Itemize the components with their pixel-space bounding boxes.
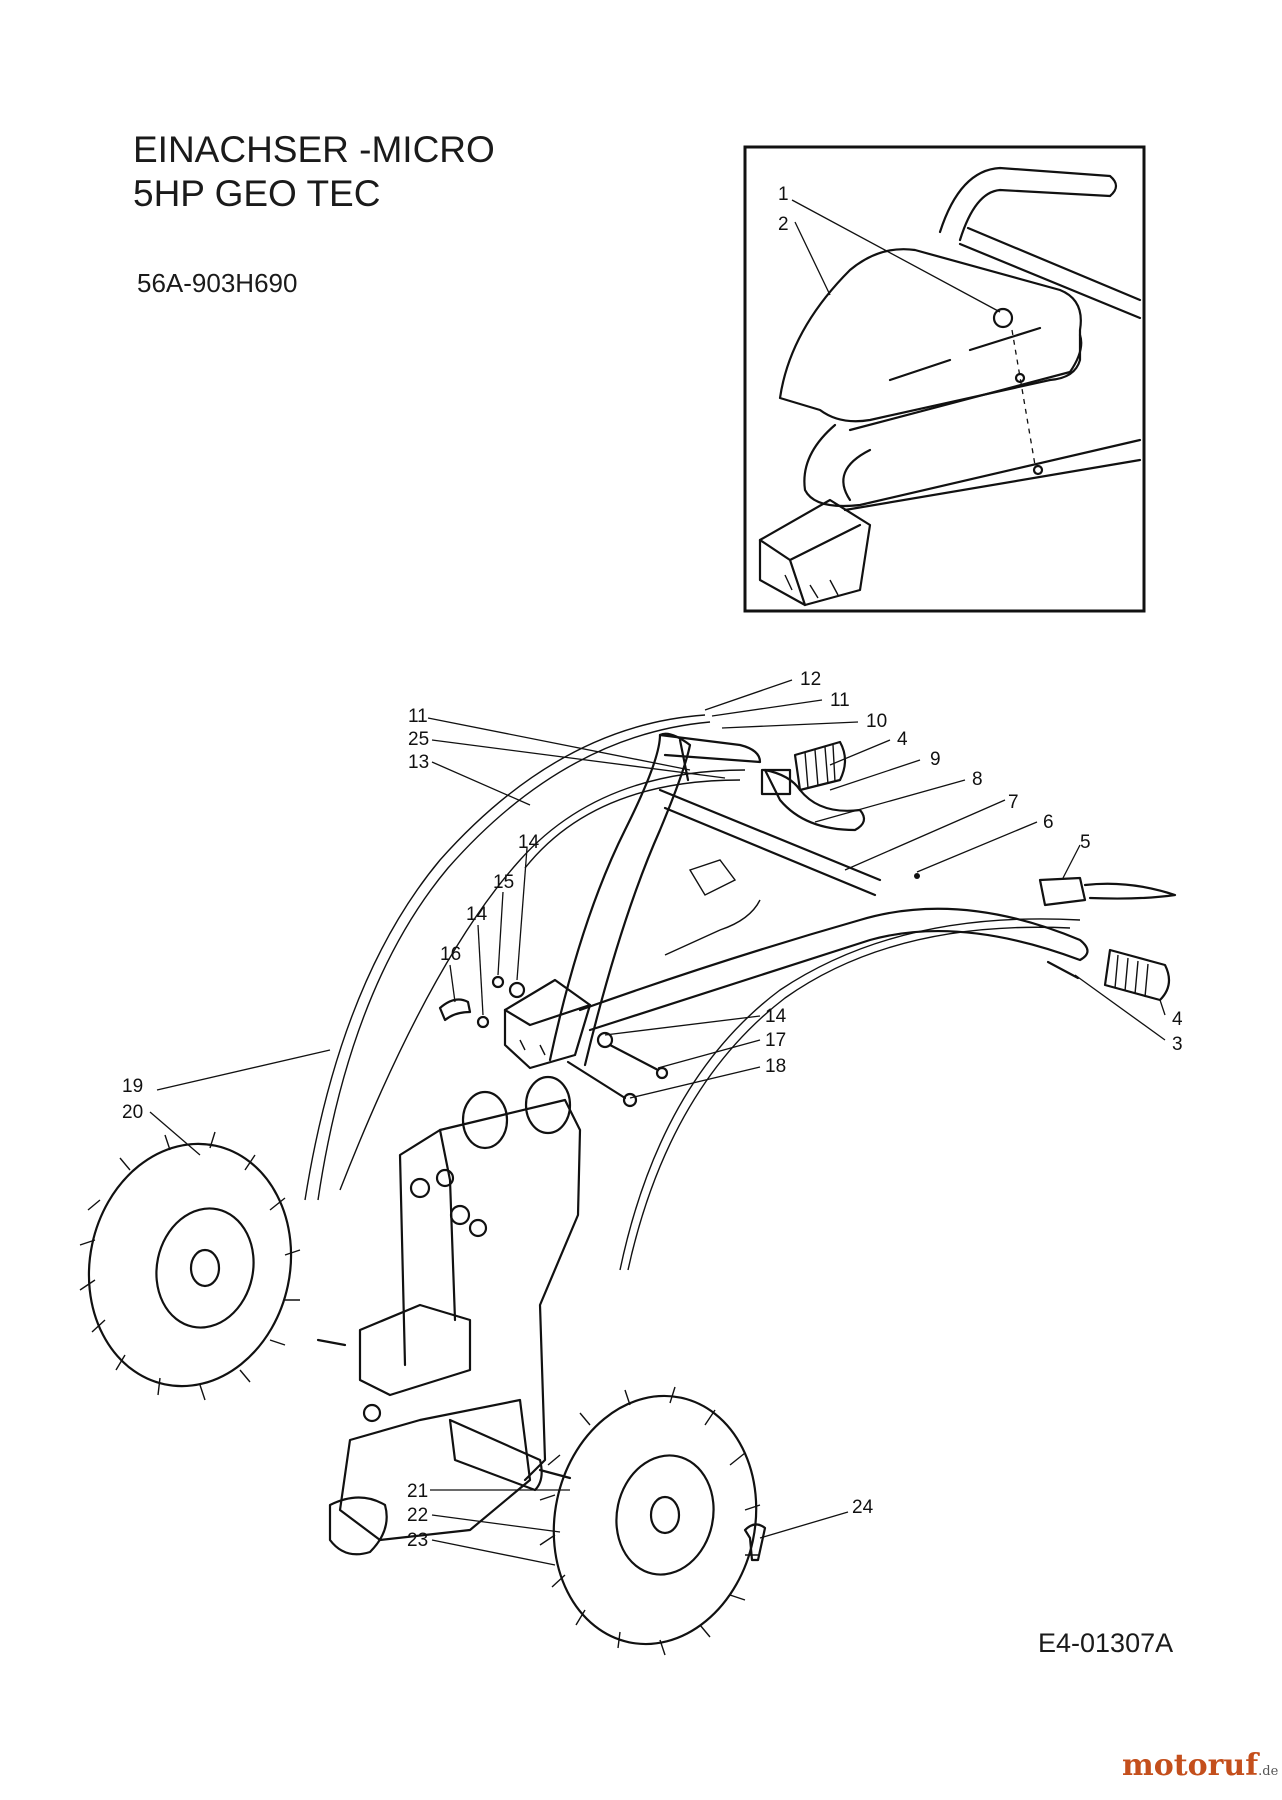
watermark-logo: motoruf.de	[1122, 1748, 1278, 1783]
leader-lines	[149, 679, 1166, 1566]
right-wheel	[539, 1386, 761, 1656]
drawing-code: E4-01307A	[1038, 1628, 1174, 1658]
callout-2: 2	[778, 214, 789, 235]
callout-19: 19	[122, 1076, 143, 1097]
callout-1: 1	[778, 184, 789, 205]
callout-14-top: 14	[518, 832, 540, 853]
callout-5: 5	[1080, 832, 1091, 853]
model-number: 56A-903H690	[137, 268, 298, 298]
callout-11-left: 11	[408, 706, 428, 727]
callout-23: 23	[407, 1530, 428, 1551]
callout-18: 18	[765, 1056, 786, 1077]
diagram-title: EINACHSER -MICRO 5HP GEO TEC	[133, 128, 495, 216]
callout-9: 9	[930, 749, 941, 770]
callout-25: 25	[408, 729, 429, 750]
callout-16: 16	[440, 944, 461, 965]
left-wheel	[79, 1131, 301, 1401]
callout-12: 12	[800, 669, 821, 690]
callout-17: 17	[765, 1030, 786, 1051]
callout-7: 7	[1008, 792, 1019, 813]
callout-14-mid: 14	[466, 904, 488, 925]
callout-11-upper: 11	[830, 690, 850, 711]
callout-4-upper: 4	[897, 729, 908, 750]
callout-10: 10	[866, 711, 887, 732]
callout-20: 20	[122, 1102, 143, 1123]
callout-4-right: 4	[1172, 1009, 1183, 1030]
watermark-suffix: .de	[1258, 1764, 1279, 1779]
wheel-pin-24	[743, 1523, 767, 1562]
callout-21: 21	[407, 1481, 428, 1502]
callout-3: 3	[1172, 1034, 1183, 1055]
hardware-parts	[438, 738, 1080, 1108]
callout-6: 6	[1043, 812, 1054, 833]
title-line-2: 5HP GEO TEC	[133, 173, 381, 214]
title-line-1: EINACHSER -MICRO	[133, 129, 495, 170]
control-cables	[304, 714, 1081, 1271]
callout-labels: 1 2 12 11 10 11 25 13 4 9 8 7 6 5 14 15 …	[122, 184, 1183, 1551]
handlebar-assembly	[503, 732, 1089, 1070]
callout-24: 24	[852, 1497, 874, 1518]
callout-13: 13	[408, 752, 429, 773]
callout-8: 8	[972, 769, 983, 790]
callout-22: 22	[407, 1505, 428, 1526]
callout-15: 15	[493, 872, 514, 893]
grips-and-levers	[760, 740, 1177, 1002]
inset-detail	[743, 145, 1146, 613]
callout-14-right: 14	[765, 1006, 787, 1027]
watermark-main: motoruf	[1122, 1748, 1259, 1783]
